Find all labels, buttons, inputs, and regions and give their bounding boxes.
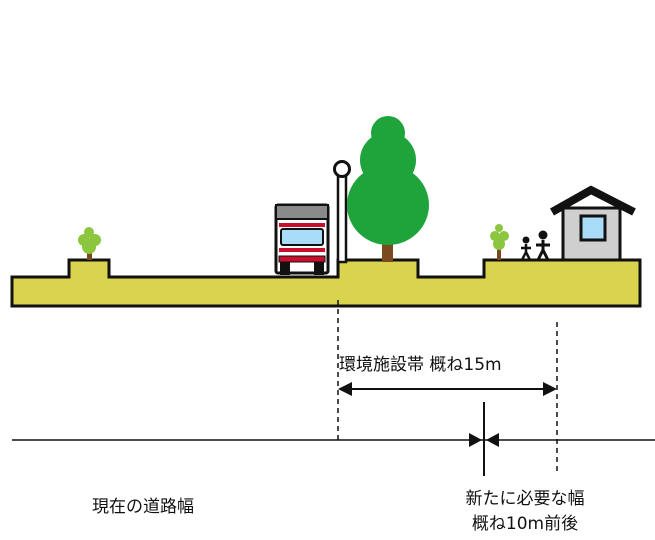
zone-width-arrow — [338, 382, 557, 396]
sapling-icon — [490, 224, 509, 260]
street-lamp-icon — [333, 160, 351, 264]
pedestrians-icon — [520, 230, 550, 261]
ground-cross-section — [10, 258, 642, 308]
width-change-marker — [469, 402, 499, 476]
current-road-width-label: 現在の道路幅 — [92, 497, 194, 517]
tree-icon — [347, 116, 429, 262]
new-width-label-line2: 概ね10m前後 — [471, 514, 579, 534]
environment-zone-label: 環境施設帯 概ね15m — [339, 355, 502, 375]
new-width-label: 新たに必要な幅 概ね10m前後 — [440, 487, 610, 537]
new-width-label-line1: 新たに必要な幅 — [465, 489, 585, 509]
truck-icon — [274, 203, 330, 275]
house-icon — [550, 185, 636, 262]
sapling-icon — [78, 227, 101, 260]
